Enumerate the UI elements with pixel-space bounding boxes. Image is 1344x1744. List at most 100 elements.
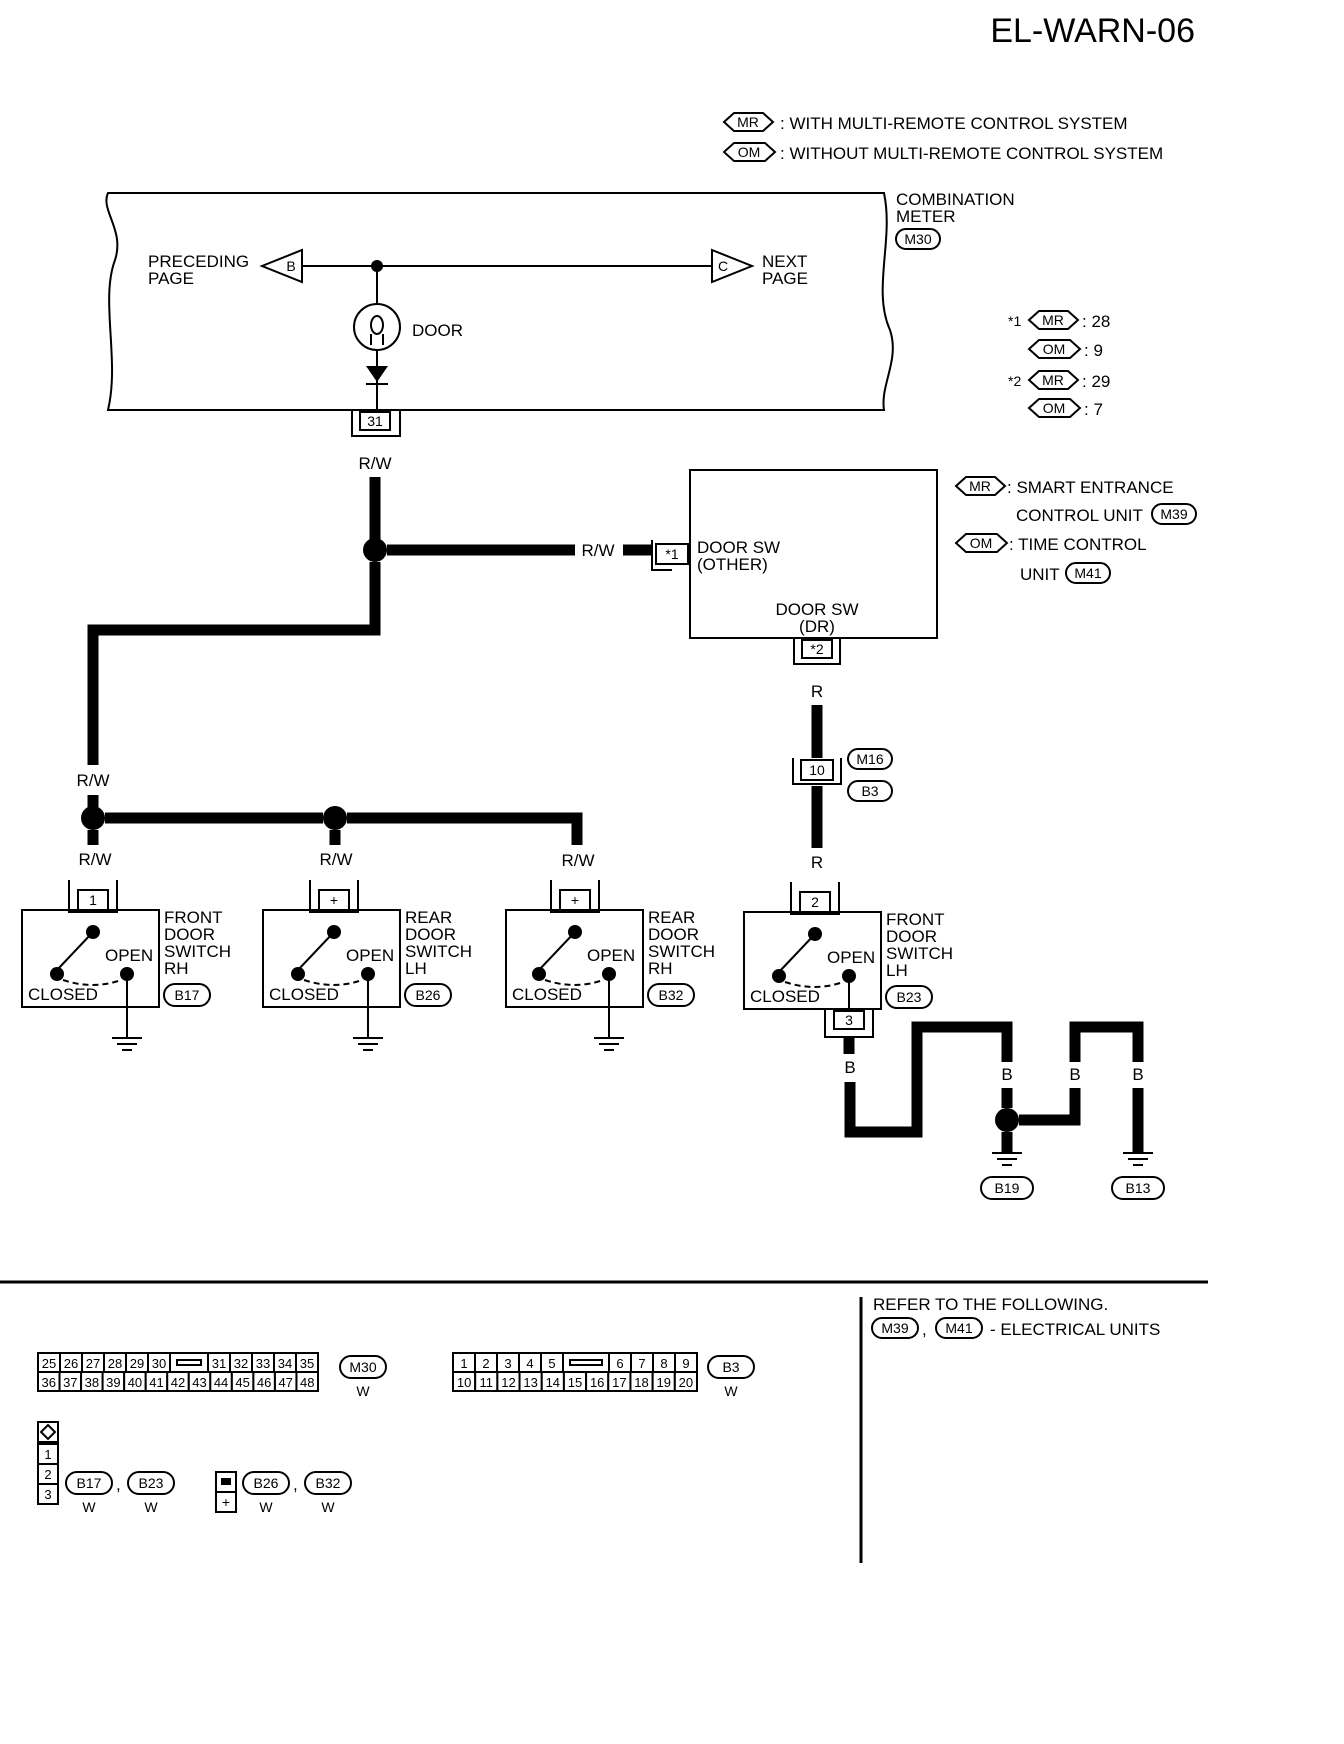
- svg-text:M39: M39: [881, 1320, 908, 1336]
- svg-text:B17: B17: [175, 987, 200, 1003]
- preceding-page-line1: PRECEDING: [148, 252, 249, 271]
- wiring-diagram: EL-WARN-06 MR : WITH MULTI-REMOTE CONTRO…: [0, 12, 1208, 1563]
- pin-number: 16: [590, 1375, 604, 1390]
- next-page-arrow: C: [711, 248, 755, 284]
- wire-label-r-top: R: [811, 682, 823, 701]
- wire-label-rw-sw2: R/W: [319, 850, 352, 869]
- switch-open-label: OPEN: [587, 946, 635, 965]
- svg-text:B32: B32: [659, 987, 684, 1003]
- page-title: EL-WARN-06: [990, 12, 1195, 50]
- svg-text:B32: B32: [316, 1475, 341, 1491]
- wire-label-b-sw: B: [844, 1058, 855, 1077]
- switch-pin: +: [330, 892, 338, 908]
- svg-text:: 9: : 9: [1084, 341, 1103, 360]
- pin-number: 37: [63, 1375, 77, 1390]
- wire-label-rw-sw1: R/W: [78, 850, 111, 869]
- switch-name-line: DOOR: [648, 925, 699, 944]
- meter-name-line2: METER: [896, 207, 956, 226]
- switch-closed-label: CLOSED: [750, 987, 820, 1006]
- wire-label-b-g3: B: [1132, 1065, 1143, 1084]
- meter-name-line1: COMBINATION: [896, 190, 1015, 209]
- pin-number: 42: [171, 1375, 185, 1390]
- switch-name-line: RH: [648, 959, 673, 978]
- svg-text:B19: B19: [995, 1180, 1020, 1196]
- pin-number: 2: [44, 1467, 51, 1482]
- switch-name-line: LH: [886, 961, 908, 980]
- switch-name-line: DOOR: [405, 925, 456, 944]
- pin-number: 5: [548, 1356, 555, 1371]
- svg-text:OM: OM: [1043, 400, 1066, 416]
- mr-unit-line2: CONTROL UNIT: [1016, 506, 1143, 525]
- pin-number: 30: [152, 1356, 166, 1371]
- svg-text:B23: B23: [897, 989, 922, 1005]
- splice-left: [81, 806, 105, 830]
- control-pin-dr: *2: [810, 641, 823, 657]
- pin-number: 27: [86, 1356, 100, 1371]
- svg-text:MR: MR: [1042, 372, 1064, 388]
- svg-text:MR: MR: [737, 114, 759, 130]
- preceding-page-arrow: B: [259, 248, 303, 284]
- svg-text:OM: OM: [970, 535, 993, 551]
- splice-mid: [323, 806, 347, 830]
- switch-name-line: REAR: [648, 908, 695, 927]
- switch-pin: 2: [811, 894, 819, 910]
- switch-pin: +: [571, 892, 579, 908]
- pin-number: 10: [457, 1375, 471, 1390]
- door-sw-other-line2: (OTHER): [697, 555, 768, 574]
- switch-closed-label: CLOSED: [512, 985, 582, 1004]
- connector-color: W: [144, 1499, 158, 1515]
- pin-number: 13: [523, 1375, 537, 1390]
- pin-number: 1: [44, 1447, 51, 1462]
- pin-number: 4: [526, 1356, 533, 1371]
- om-unit-conn: M41: [1074, 565, 1101, 581]
- connector-separator: ,: [116, 1475, 121, 1494]
- connector-color: W: [321, 1499, 335, 1515]
- wire-label-rw-left: R/W: [76, 771, 109, 790]
- switch-name-line: FRONT: [164, 908, 223, 927]
- svg-text:*2: *2: [1008, 373, 1021, 389]
- switch-name-line: DOOR: [886, 927, 937, 946]
- pin-number: 12: [501, 1375, 515, 1390]
- combination-meter: COMBINATION METER M30 PRECEDING PAGE B C…: [105, 190, 1015, 411]
- svg-text:B26: B26: [416, 987, 441, 1003]
- legend-mr-tag: MR: [722, 112, 775, 132]
- switch-name-line: SWITCH: [405, 942, 472, 961]
- connector-color: W: [259, 1499, 273, 1515]
- svg-text:M30: M30: [349, 1359, 376, 1375]
- svg-text:31: 31: [367, 413, 383, 429]
- pin-number: 29: [130, 1356, 144, 1371]
- pin-number: 11: [480, 1375, 494, 1390]
- switch-name-line: LH: [405, 959, 427, 978]
- legend-mr-text: : WITH MULTI-REMOTE CONTROL SYSTEM: [780, 114, 1128, 133]
- wire-label-rw-mid: R/W: [581, 541, 614, 560]
- svg-text:OM: OM: [738, 144, 761, 160]
- wire-label-rw-top: R/W: [358, 454, 391, 473]
- pin-number: 26: [64, 1356, 78, 1371]
- switch-connector-badge: B32: [647, 983, 695, 1007]
- pin-number: 47: [278, 1375, 292, 1390]
- switch-closed-label: CLOSED: [269, 985, 339, 1004]
- wire-label-b-g2: B: [1069, 1065, 1080, 1084]
- connector-color: W: [356, 1383, 370, 1399]
- refer-line1: REFER TO THE FOLLOWING.: [873, 1295, 1108, 1314]
- svg-text:MR: MR: [1042, 312, 1064, 328]
- svg-text:B23: B23: [139, 1475, 164, 1491]
- pin-number: 38: [85, 1375, 99, 1390]
- meter-terminal-31: 31: [351, 410, 401, 437]
- pin-number: 19: [656, 1375, 670, 1390]
- refer-text: - ELECTRICAL UNITS: [990, 1320, 1160, 1339]
- pin-number: 8: [660, 1356, 667, 1371]
- connector-color: W: [724, 1383, 738, 1399]
- om-unit-line1: : TIME CONTROL: [1009, 535, 1147, 554]
- mr-unit-conn: M39: [1160, 506, 1187, 522]
- next-page-line1: NEXT: [762, 252, 807, 271]
- svg-text:B17: B17: [77, 1475, 102, 1491]
- pin-number: 3: [504, 1356, 511, 1371]
- switch-name-line: DOOR: [164, 925, 215, 944]
- pin-number: 18: [634, 1375, 648, 1390]
- ground-conn-b13: B13: [1111, 1176, 1165, 1200]
- ground-icon: [594, 1037, 624, 1051]
